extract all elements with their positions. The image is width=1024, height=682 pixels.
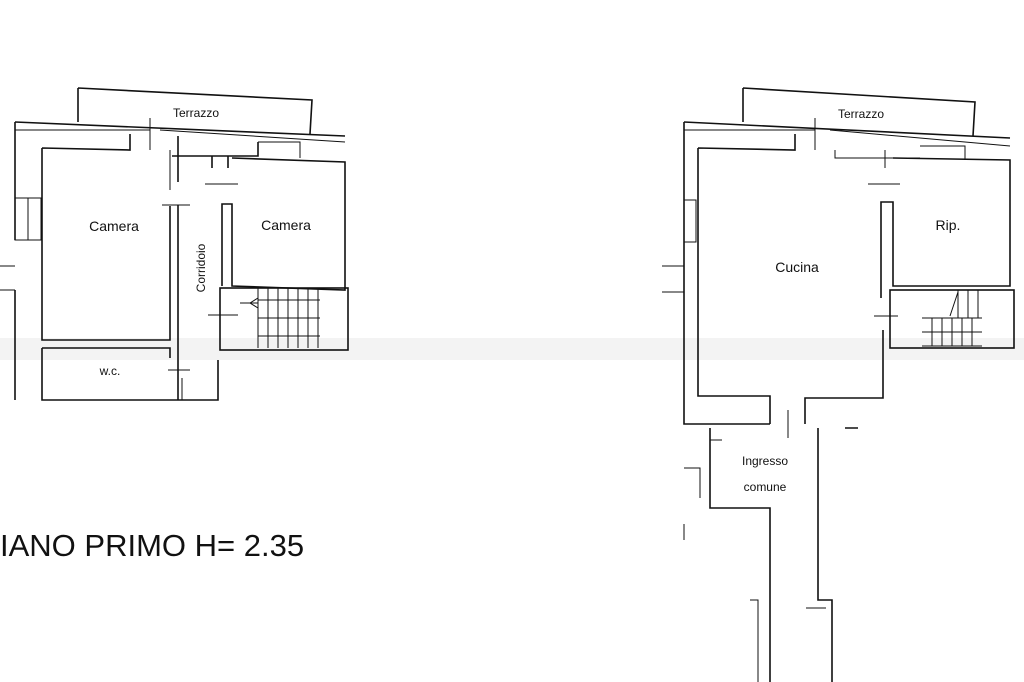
wc-walls xyxy=(41,347,219,401)
right-outer-wall-side xyxy=(683,122,770,425)
right-staircase xyxy=(889,289,1015,349)
left-side-stub xyxy=(0,265,15,291)
left-camera-2-label: Camera xyxy=(261,217,311,233)
storage-walls xyxy=(880,157,1011,298)
entrance-walls xyxy=(709,427,858,682)
camera-2-walls xyxy=(221,157,346,291)
storage-label: Rip. xyxy=(936,217,961,233)
left-outer-wall-top xyxy=(14,121,346,137)
left-floor-plan: Terrazzo Camera Camera Corridoio w.c. xyxy=(0,87,349,401)
scan-band xyxy=(0,338,1024,360)
right-window xyxy=(683,199,697,243)
entrance-label-line2: comune xyxy=(744,480,787,494)
left-staircase xyxy=(219,287,349,351)
camera-1-walls xyxy=(41,134,171,341)
right-terrace-label: Terrazzo xyxy=(838,107,884,121)
right-floor-plan: Terrazzo Cucina Rip. Ingresso comune xyxy=(662,87,1015,682)
right-outer-wall-top xyxy=(683,121,1011,139)
left-terrace-outline xyxy=(77,87,313,135)
wc-label: w.c. xyxy=(99,364,121,378)
right-terrace-outline xyxy=(742,87,976,137)
camera-1-door xyxy=(149,118,171,190)
left-camera-1-label: Camera xyxy=(89,218,139,234)
wc-door xyxy=(168,369,190,400)
kitchen-walls xyxy=(697,134,884,424)
left-terrace-label: Terrazzo xyxy=(173,106,219,120)
corridor-top-wall xyxy=(172,142,259,168)
kitchen-label: Cucina xyxy=(775,259,819,275)
corridor-label: Corridoio xyxy=(194,243,208,292)
floor-title: IANO PRIMO H= 2.35 xyxy=(0,528,304,563)
left-outer-wall-inner xyxy=(15,129,346,143)
entrance-label-line1: Ingresso xyxy=(742,454,788,468)
